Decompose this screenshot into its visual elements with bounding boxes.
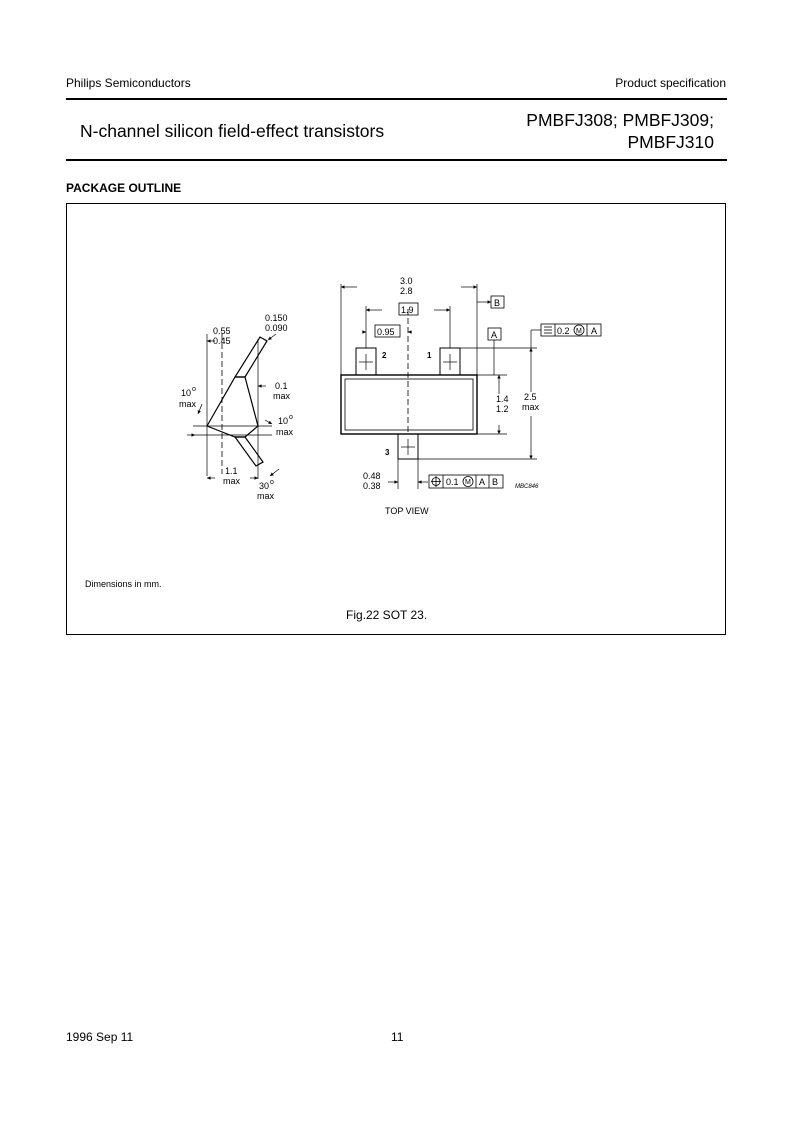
angle-left-unit: o (192, 386, 196, 393)
angle-right-unit: o (289, 414, 293, 421)
top-view (340, 284, 602, 489)
view-label: TOP VIEW (385, 506, 429, 516)
lead-thickness-min-label: 0.090 (265, 323, 288, 333)
top-view-body (340, 374, 478, 435)
company-name: Philips Semiconductors (66, 76, 191, 90)
lead-angle-max-label: max (257, 491, 275, 501)
angle-right-max-label: max (276, 427, 294, 437)
flatness-tolerance-label: 0.2 (557, 326, 570, 336)
pin-2-label: 2 (382, 351, 387, 360)
header-bottom-rule (66, 159, 727, 161)
pitch-label: 1.9 (401, 305, 414, 315)
part-numbers-line-2: PMBFJ310 (627, 132, 714, 152)
lead-thickness-max-label: 0.150 (265, 313, 288, 323)
lead-angle-label: 30 (259, 481, 269, 491)
part-numbers: PMBFJ308; PMBFJ309; PMBFJ310 (526, 109, 714, 153)
document-type: Product specification (615, 76, 726, 90)
pin-3-label: 3 (385, 448, 390, 457)
flatness-datum-label: A (591, 326, 597, 336)
body-height-max-label: max (223, 476, 241, 486)
half-pitch-label: 0.95 (377, 327, 395, 337)
pin-1-label: 1 (427, 351, 432, 360)
header-top-rule (66, 98, 727, 100)
length-min-label: 2.8 (400, 286, 413, 296)
lead-width-max-label: 0.48 (363, 471, 381, 481)
position-datum-a-label: A (479, 477, 485, 487)
figure-caption: Fig.22 SOT 23. (346, 608, 427, 622)
body-width-min-label: 1.2 (496, 404, 509, 414)
lead-angle-unit: o (270, 479, 274, 486)
standoff-max-label: max (273, 391, 291, 401)
position-modifier-label: M (465, 479, 471, 486)
datum-a-label: A (491, 330, 497, 340)
angle-left-label: 10 (181, 388, 191, 398)
pin-3-pad (397, 433, 419, 460)
side-view-upper-lead (233, 336, 268, 378)
lead-width-min-label: 0.38 (363, 481, 381, 491)
side-view-labels: 0.55 0.45 0.150 0.090 10 o max 0.1 max 1… (179, 313, 294, 501)
footer-date: 1996 Sep 11 (66, 1030, 134, 1044)
flatness-modifier-label: M (576, 328, 582, 335)
position-tolerance-label: 0.1 (446, 477, 459, 487)
body-height-label: 1.1 (225, 466, 238, 476)
package-outline-drawing: 0.55 0.45 0.150 0.090 10 o max 0.1 max 1… (85, 276, 602, 622)
angle-right-label: 10 (278, 416, 288, 426)
page-number: 11 (391, 1030, 404, 1044)
height-min-label: 0.45 (213, 336, 231, 346)
datum-b-label: B (494, 298, 500, 308)
top-view-labels: 3.0 2.8 B 1.9 0.95 A 0.2 M A 2 1 3 1.4 1… (363, 276, 597, 516)
height-max-label: 0.55 (213, 326, 231, 336)
drawing-code-label: MBC846 (515, 484, 539, 490)
part-numbers-line-1: PMBFJ308; PMBFJ309; (526, 110, 714, 130)
body-width-max-label: 1.4 (496, 394, 509, 404)
package-outline-frame: 0.55 0.45 0.150 0.090 10 o max 0.1 max 1… (66, 203, 726, 635)
overall-width-label: 2.5 (524, 392, 537, 402)
angle-left-max-label: max (179, 399, 197, 409)
position-datum-b-label: B (492, 477, 498, 487)
side-view (187, 333, 280, 480)
side-view-body (206, 376, 259, 438)
side-view-lower-lead (233, 436, 264, 467)
section-title: PACKAGE OUTLINE (66, 181, 182, 195)
length-max-label: 3.0 (400, 276, 413, 286)
document-title: N-channel silicon field-effect transisto… (80, 121, 385, 141)
overall-width-max-label: max (522, 402, 540, 412)
dimensions-note: Dimensions in mm. (85, 579, 162, 589)
standoff-label: 0.1 (275, 381, 288, 391)
